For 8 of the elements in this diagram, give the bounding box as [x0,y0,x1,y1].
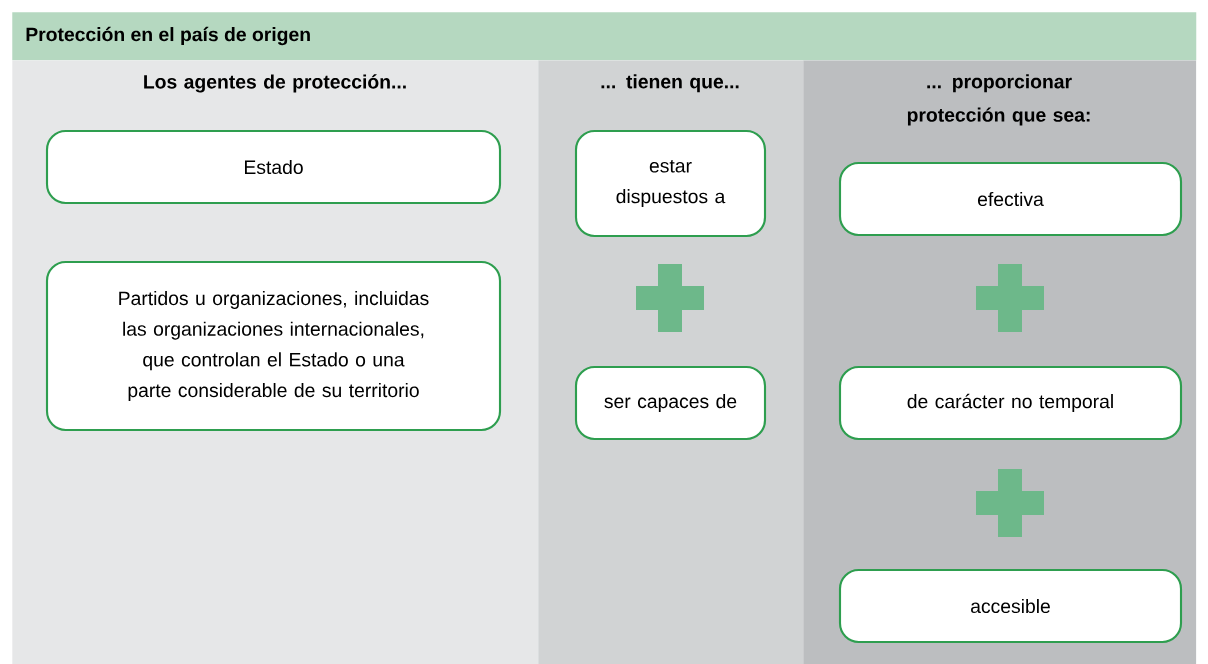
text-box: Estado [45,129,502,205]
header-band: Protección en el país de origen [12,12,1197,61]
text-box: Partidos u organizaciones, incluidas las organizaciones internacionales, que controlan el Estado o una parte considerable de su territorio [45,260,502,432]
text-box: de carácter no temporal [838,365,1183,441]
text-box: accesible [838,568,1183,644]
text-box: efectiva [838,161,1183,237]
text-box: estar dispuestos a [574,129,767,238]
text-box: ser capaces de [574,365,767,441]
